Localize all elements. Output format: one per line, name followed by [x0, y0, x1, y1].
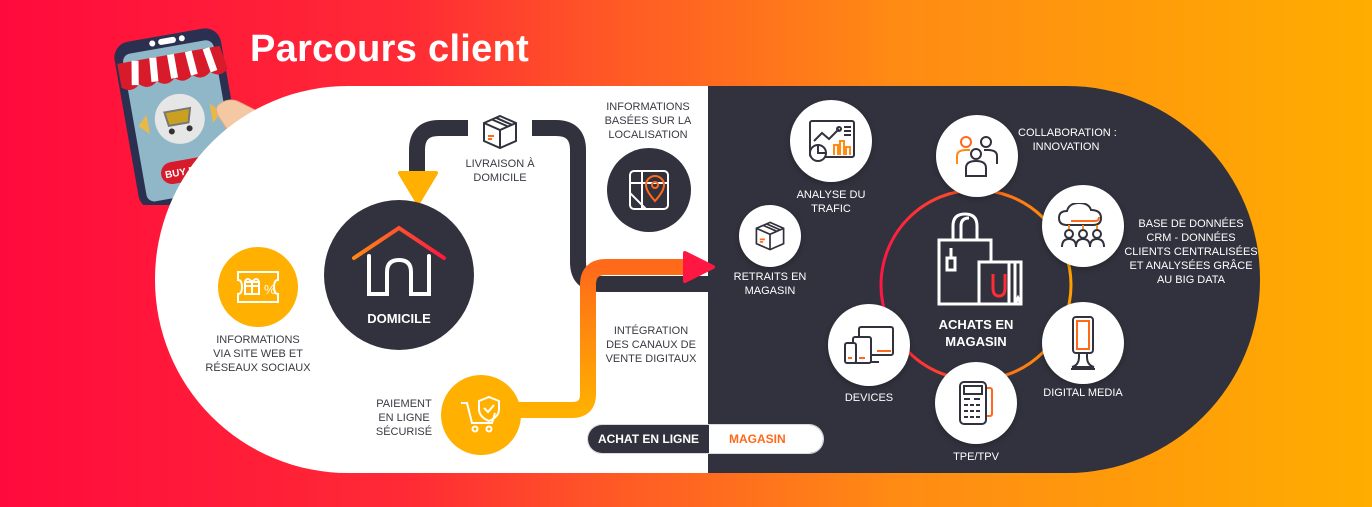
label-traffic: ANALYSE DU TRAFIC: [796, 189, 866, 215]
store-item-payment-terminal[interactable]: [935, 362, 1017, 444]
gift-percent-icon: %: [237, 271, 279, 303]
step-secure-payment[interactable]: [441, 375, 521, 455]
store-item-collaboration[interactable]: [936, 115, 1018, 197]
label-web-social: INFORMATIONS VIA SITE WEB ET RÉSEAUX SOC…: [205, 334, 311, 374]
toggle-store[interactable]: MAGASIN: [709, 425, 823, 453]
label-home-delivery: LIVRAISON À DOMICILE: [465, 158, 535, 184]
svg-text:%: %: [264, 282, 276, 297]
store-item-devices[interactable]: [828, 304, 910, 386]
store-item-crm[interactable]: [1042, 185, 1124, 267]
store-center-label: ACHATS EN MAGASIN: [938, 317, 1014, 349]
box-icon: [755, 221, 785, 251]
store-item-digital-media[interactable]: [1042, 302, 1124, 384]
kiosk-icon: [1071, 316, 1095, 370]
store-center[interactable]: ACHATS EN MAGASIN: [906, 210, 1046, 360]
label-payment-terminal: TPE/TPV: [953, 451, 999, 463]
house-icon: [352, 225, 446, 296]
shopping-bags-icon: [937, 212, 1023, 306]
step-location[interactable]: [607, 148, 691, 232]
home-label: DOMICILE: [367, 310, 431, 326]
payment-terminal-icon: [959, 381, 993, 425]
page-title: Parcours client: [250, 28, 530, 70]
analytics-icon: [809, 120, 855, 162]
map-pin-icon: [629, 170, 669, 210]
home-node[interactable]: DOMICILE: [324, 200, 474, 350]
store-item-traffic[interactable]: [790, 100, 872, 182]
cart-shield-icon: [461, 395, 500, 433]
devices-icon: [844, 326, 894, 364]
label-digital-channels: INTÉGRATION DES CANAUX DE VENTE DIGITAUX: [605, 325, 697, 365]
team-icon: [956, 136, 998, 177]
label-secure-payment: PAIEMENT EN LIGNE SÉCURISÉ: [375, 398, 433, 438]
toggle-online[interactable]: ACHAT EN LIGNE: [588, 425, 709, 453]
channel-toggle[interactable]: ACHAT EN LIGNE MAGASIN: [587, 424, 824, 454]
label-collaboration: COLLABORATION : INNOVATION: [1018, 127, 1117, 153]
cloud-users-icon: [1057, 203, 1105, 248]
store-item-pickup[interactable]: [739, 205, 801, 267]
box-icon: [483, 114, 517, 150]
label-store-pickup: RETRAITS EN MAGASIN: [733, 271, 807, 297]
label-digital-media: DIGITAL MEDIA: [1043, 387, 1123, 399]
label-crm: BASE DE DONNÉES CRM - DONNÉES CLIENTS CE…: [1124, 218, 1258, 286]
step-home-delivery[interactable]: [480, 114, 520, 150]
label-devices: DEVICES: [844, 392, 894, 404]
step-web-social[interactable]: %: [218, 247, 298, 327]
label-location: INFORMATIONS BASÉES SUR LA LOCALISATION: [604, 101, 692, 141]
